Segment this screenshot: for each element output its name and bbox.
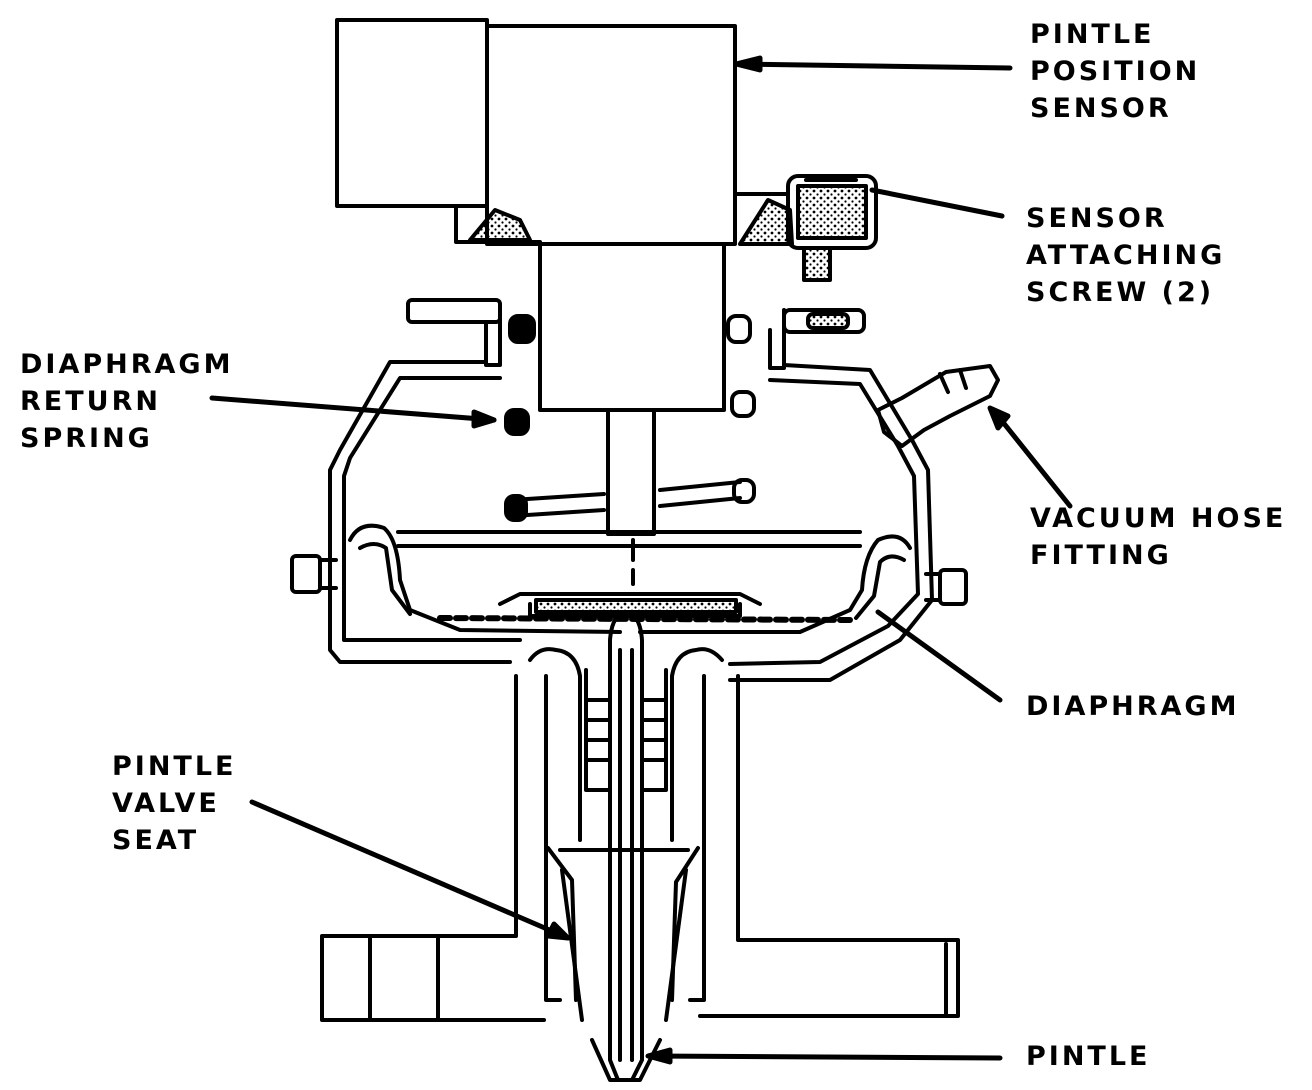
label-line: SPRING <box>20 423 153 454</box>
pintle-valve-seat <box>546 846 700 1022</box>
upper-flange <box>406 298 866 370</box>
label-line: PINTLE <box>1030 19 1155 50</box>
label-pintle-position-sensor: PINTLE POSITION SENSOR <box>1030 16 1200 127</box>
label-line: POSITION <box>1030 56 1201 87</box>
label-pintle-valve-seat: PINTLE VALVE SEAT <box>112 748 237 859</box>
label-vacuum-hose-fitting: VACUUM HOSE FITTING <box>1030 500 1286 574</box>
label-diaphragm-return-spring: DIAPHRAGM RETURN SPRING <box>20 346 233 457</box>
label-line: DIAPHRAGM <box>20 349 234 380</box>
leader-lines <box>209 55 1073 1065</box>
label-line: VALVE <box>112 788 220 819</box>
label-line: RETURN <box>20 386 161 417</box>
label-diaphragm: DIAPHRAGM <box>1026 688 1239 725</box>
label-pintle: PINTLE <box>1026 1038 1151 1075</box>
vacuum-hose-fitting <box>876 364 1000 448</box>
label-line: ATTACHING <box>1026 240 1226 271</box>
label-line: SENSOR <box>1030 93 1172 124</box>
label-line: DIAPHRAGM <box>1026 691 1240 722</box>
label-line: SEAT <box>112 825 200 856</box>
valve-body <box>320 647 960 1022</box>
pintle <box>590 610 662 1082</box>
diaphragm-housing <box>290 360 968 682</box>
label-line: PINTLE <box>1026 1041 1151 1072</box>
pintle-position-sensor <box>335 18 794 246</box>
label-line: VACUUM HOSE <box>1030 503 1287 534</box>
label-line: PINTLE <box>112 751 237 782</box>
label-line: SCREW (2) <box>1026 277 1215 308</box>
diaphragm-return-spring <box>504 390 756 522</box>
sensor-attaching-screw <box>786 174 878 282</box>
label-line: SENSOR <box>1026 203 1168 234</box>
label-sensor-attaching-screw: SENSOR ATTACHING SCREW (2) <box>1026 200 1225 311</box>
label-line: FITTING <box>1030 540 1172 571</box>
actuator-stem <box>538 242 726 586</box>
diaphragm-assembly <box>348 523 912 634</box>
